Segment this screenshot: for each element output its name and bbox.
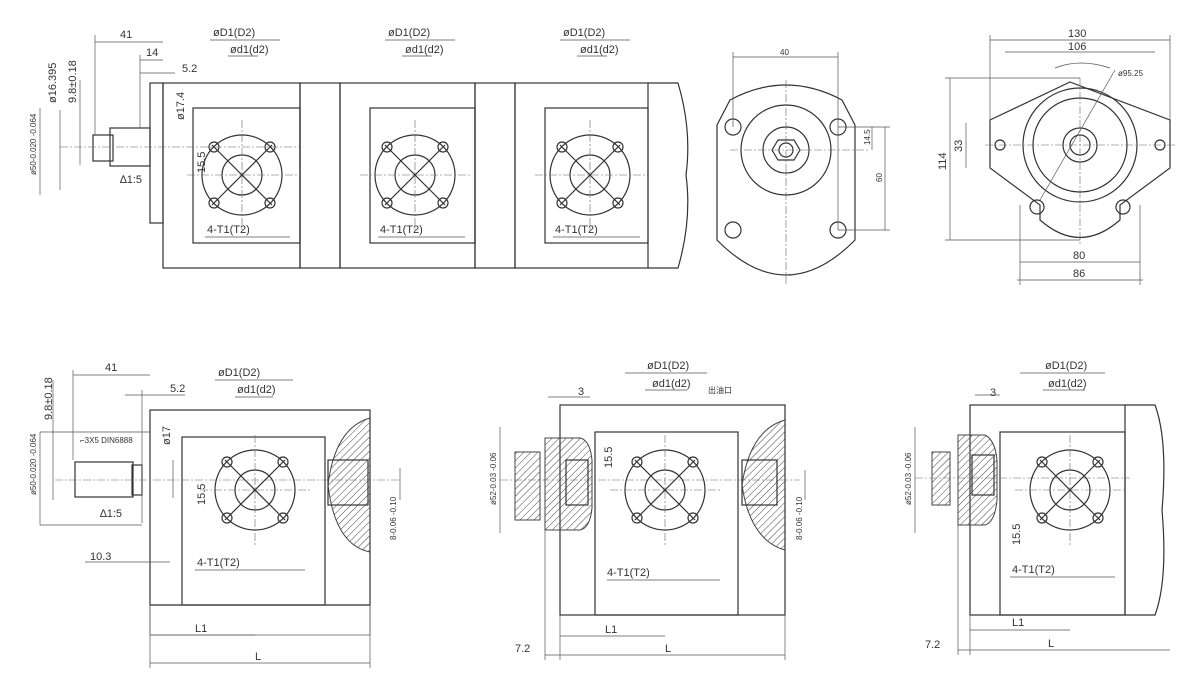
dim-40: 40 bbox=[780, 48, 789, 57]
port-thread: 4-T1(T2) bbox=[197, 557, 240, 569]
dim-106: 106 bbox=[1068, 41, 1086, 53]
dim-15-5: 15.5 bbox=[603, 447, 615, 468]
view-single-pump-coupling: 3 øD1(D2) ød1(d2) 出油口 15.5 ø52-0.03 -0.0… bbox=[489, 360, 806, 660]
dim-d1-2: ød1(d2) bbox=[405, 44, 444, 56]
port-thread-1: 4-T1(T2) bbox=[207, 224, 250, 236]
dim-80: 80 bbox=[1073, 250, 1085, 262]
dim-d1: ød1(d2) bbox=[1048, 378, 1087, 390]
dim-D1-3: øD1(D2) bbox=[563, 27, 605, 39]
dim-d50: ø50-0.020 -0.064 bbox=[29, 433, 38, 495]
view-rear-flange: 40 14.5 60 bbox=[716, 48, 890, 285]
dim-L: L bbox=[1048, 638, 1054, 650]
dim-10-3: 10.3 bbox=[90, 551, 111, 563]
dim-d52: ø52-0.03 -0.06 bbox=[489, 452, 498, 505]
dim-9-8: 9.8±0.18 bbox=[67, 60, 79, 103]
view-single-pump-rear-cap: 3 øD1(D2) ød1(d2) 15.5 ø52-0.03 -0.06 4-… bbox=[904, 360, 1170, 655]
dim-41: 41 bbox=[105, 362, 117, 374]
outlet-label: 出油口 bbox=[708, 385, 732, 395]
dim-5-2: 5.2 bbox=[170, 383, 185, 395]
dim-L1: L1 bbox=[1012, 617, 1024, 629]
key-spec: ⌐3X5 DIN6888 bbox=[80, 436, 133, 445]
dim-9-8: 9.8±0.18 bbox=[43, 377, 55, 420]
dim-5-2: 5.2 bbox=[182, 63, 197, 75]
dim-d17-4: ø17.4 bbox=[175, 92, 187, 120]
dim-D1: øD1(D2) bbox=[218, 367, 260, 379]
dim-8-shaft: 8-0.06 -0.10 bbox=[389, 496, 398, 540]
port-face-6 bbox=[1014, 434, 1126, 546]
dim-3: 3 bbox=[990, 387, 996, 399]
dim-15-5: 15.5 bbox=[196, 484, 208, 505]
dim-3: 3 bbox=[578, 386, 584, 398]
port-face-4 bbox=[199, 434, 311, 546]
dim-L1: L1 bbox=[605, 624, 617, 636]
port-thread-3: 4-T1(T2) bbox=[555, 224, 598, 236]
dim-D1: øD1(D2) bbox=[1045, 360, 1087, 372]
dim-33: 33 bbox=[953, 140, 965, 152]
dim-15-5: 15.5 bbox=[1011, 524, 1023, 545]
dim-d16-395: ø16.395 bbox=[47, 63, 59, 103]
port-face-1 bbox=[186, 119, 298, 231]
dim-d1-1: ød1(d2) bbox=[230, 44, 269, 56]
dim-41: 41 bbox=[120, 29, 132, 41]
dim-8-shaft: 8-0.06 -0.10 bbox=[795, 496, 804, 540]
dim-D1-2: øD1(D2) bbox=[388, 27, 430, 39]
dim-114: 114 bbox=[937, 152, 949, 170]
dim-L: L bbox=[665, 643, 671, 655]
dim-d50: ø50-0.020 -0.064 bbox=[29, 113, 38, 175]
dim-86: 86 bbox=[1073, 268, 1085, 280]
dim-130: 130 bbox=[1068, 28, 1086, 40]
view-single-pump-keyed: 41 5.2 9.8±0.18 ø17 ø50-0.020 -0.064 ⌐3X… bbox=[29, 362, 401, 668]
dim-d95-25: ø95.25 bbox=[1118, 69, 1143, 78]
dim-d1: ød1(d2) bbox=[237, 384, 276, 396]
dim-7-2: 7.2 bbox=[515, 643, 530, 655]
port-thread: 4-T1(T2) bbox=[607, 567, 650, 579]
port-thread-2: 4-T1(T2) bbox=[380, 224, 423, 236]
dim-14: 14 bbox=[146, 47, 158, 59]
port-face-2 bbox=[359, 119, 471, 231]
dim-L: L bbox=[255, 651, 261, 663]
dim-14-5: 14.5 bbox=[863, 129, 872, 145]
taper-label: ∆1:5 bbox=[120, 174, 142, 186]
port-face-5 bbox=[609, 434, 721, 546]
view-front-flange: 130 106 ø95.25 114 33 80 86 bbox=[937, 28, 1175, 285]
dim-L1: L1 bbox=[195, 623, 207, 635]
dim-D1-1: øD1(D2) bbox=[213, 27, 255, 39]
dim-d52: ø52-0.03 -0.06 bbox=[904, 452, 913, 505]
dim-d17: ø17 bbox=[161, 426, 173, 445]
dim-60: 60 bbox=[875, 173, 884, 182]
port-thread: 4-T1(T2) bbox=[1012, 564, 1055, 576]
taper-label: ∆1:5 bbox=[100, 508, 122, 520]
dim-d1-3: ød1(d2) bbox=[580, 44, 619, 56]
dim-7-2: 7.2 bbox=[925, 639, 940, 651]
port-face-3 bbox=[534, 119, 646, 231]
dim-d1: ød1(d2) bbox=[652, 378, 691, 390]
view-triple-pump-side: 41 14 5.2 ø16.395 9.8±0.18 ø17.4 ø50-0.0… bbox=[29, 27, 689, 269]
dim-D1: øD1(D2) bbox=[647, 360, 689, 372]
dim-15-5: 15.5 bbox=[196, 152, 208, 173]
